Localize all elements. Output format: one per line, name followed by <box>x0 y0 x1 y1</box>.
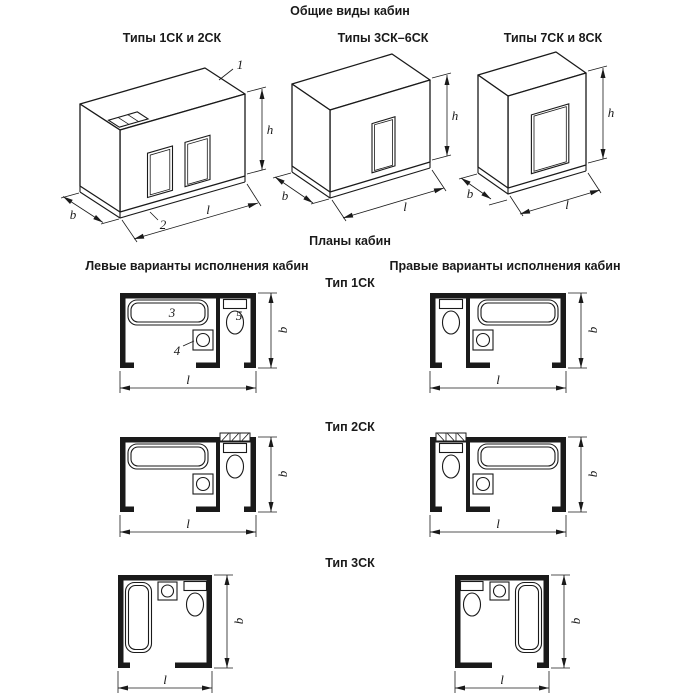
dimension-b <box>272 172 330 205</box>
dim-label-l: l <box>163 672 167 687</box>
dimension-h <box>587 65 608 164</box>
door-opening <box>371 115 396 174</box>
dimension-b <box>60 192 120 225</box>
dimension-h <box>431 72 452 161</box>
dim-label-h: h <box>452 108 459 123</box>
dim-label-b: b <box>467 186 474 201</box>
cabin-box <box>477 51 587 189</box>
roof-grille <box>107 111 150 128</box>
plan-type3-right: l b <box>454 574 583 693</box>
plan-row-caption-1sk: Тип 1СК <box>325 276 375 290</box>
callout-toilet: 5 <box>236 308 243 323</box>
plan-type1-left: 3 4 5 l b <box>119 292 290 393</box>
dim-label-l: l <box>500 672 504 687</box>
dim-label-l: l <box>565 197 569 212</box>
leader-line-washbasin <box>182 340 195 347</box>
iso-caption-types-3-6: Типы 3СК–6СК <box>338 31 429 45</box>
dimension-b <box>458 173 508 206</box>
callout-base-panel: 2 <box>160 217 167 232</box>
dim-label-b: b <box>568 617 583 624</box>
general-views-title: Общие виды кабин <box>290 4 410 18</box>
cabin-box <box>291 53 431 193</box>
dim-label-l: l <box>186 516 190 531</box>
dim-label-b: b <box>275 326 290 333</box>
dim-label-l: l <box>496 516 500 531</box>
dimension-l <box>331 169 447 222</box>
dim-label-h: h <box>608 105 615 120</box>
cabin-box <box>79 67 246 213</box>
door-opening <box>146 145 174 199</box>
right-variants-header: Правые варианты исполнения кабин <box>389 259 620 273</box>
iso-view-types-1-2: 1 2 h b l <box>60 57 274 243</box>
plan-type1-right: l b <box>429 292 600 393</box>
plans-title: Планы кабин <box>309 234 391 248</box>
dim-label-l: l <box>403 199 407 214</box>
left-variants-header: Левые варианты исполнения кабин <box>85 259 308 273</box>
plan-type2-left: l b <box>120 433 290 537</box>
iso-caption-types-7-8: Типы 7СК и 8СК <box>504 31 603 45</box>
iso-caption-types-1-2: Типы 1СК и 2СК <box>123 31 222 45</box>
plan-type3-left: l b <box>117 574 246 693</box>
door-opening <box>530 103 570 175</box>
plan-row-caption-3sk: Тип 3СК <box>325 556 375 570</box>
dim-label-b: b <box>282 188 289 203</box>
callout-washbasin: 4 <box>174 343 181 358</box>
dim-label-b: b <box>585 326 600 333</box>
dim-label-b: b <box>231 617 246 624</box>
callout-roof-panel: 1 <box>237 57 244 72</box>
iso-view-types-7-8: h b l <box>458 51 615 217</box>
dim-label-h: h <box>267 122 274 137</box>
dim-label-b: b <box>70 207 77 222</box>
dim-label-l: l <box>206 202 210 217</box>
leader-line-base <box>149 211 159 221</box>
dim-label-b: b <box>585 470 600 477</box>
plan-row-caption-2sk: Тип 2СК <box>325 420 375 434</box>
dimension-l <box>121 183 262 243</box>
iso-view-types-3-6: h b l <box>272 53 459 222</box>
callout-bathtub: 3 <box>168 305 176 320</box>
dimension-l <box>509 172 602 217</box>
plan-type2-right: l b <box>430 433 600 537</box>
leader-line-roof <box>218 68 234 81</box>
dim-label-l: l <box>496 372 500 387</box>
door-opening <box>184 134 211 188</box>
dimension-h <box>246 86 267 175</box>
dim-label-b: b <box>275 470 290 477</box>
dim-label-l: l <box>186 372 190 387</box>
